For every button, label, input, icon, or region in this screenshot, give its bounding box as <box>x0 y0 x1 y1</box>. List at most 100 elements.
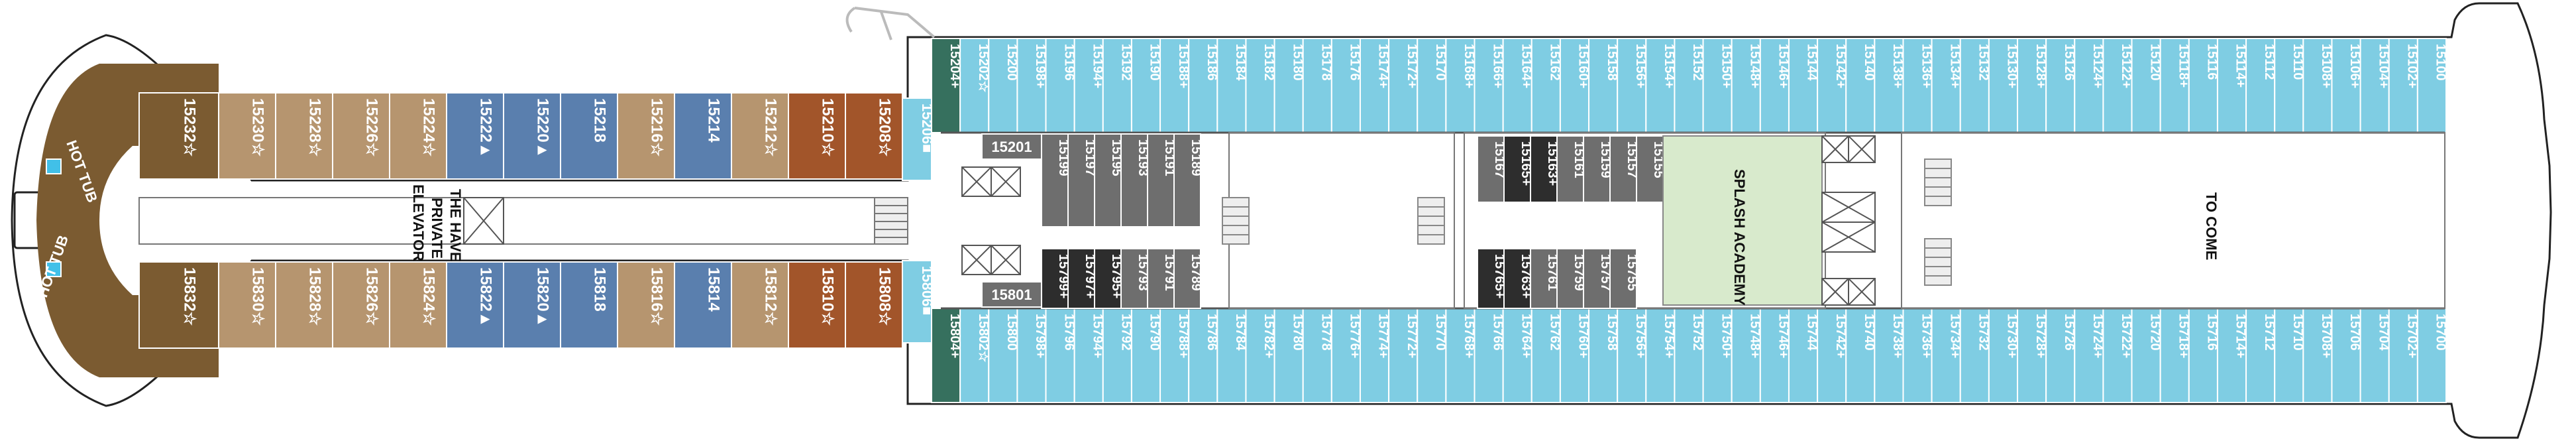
cabin-15208[interactable]: 15208☆ <box>845 92 903 180</box>
cabin-15801[interactable]: 15801 <box>981 281 1042 308</box>
cabin-15782[interactable]: 15782+ <box>1245 308 1276 403</box>
cabin-15832[interactable]: 15832☆ <box>138 261 219 349</box>
cabin-15232[interactable]: 15232☆ <box>138 92 219 180</box>
cabin-15110[interactable]: 15110 <box>2274 38 2305 133</box>
cabin-15206[interactable]: 15206■ <box>902 97 936 181</box>
cabin-15742[interactable]: 15742+ <box>1817 308 1848 403</box>
cabin-15114[interactable]: 15114+ <box>2216 38 2248 133</box>
cabin-15764[interactable]: 15764+ <box>1502 308 1534 403</box>
cabin-15186[interactable]: 15186 <box>1188 38 1219 133</box>
cabin-15778[interactable]: 15778 <box>1302 308 1334 403</box>
cabin-15800[interactable]: 15800 <box>988 308 1019 403</box>
cabin-15198[interactable]: 15198+ <box>1016 38 1047 133</box>
cabin-15818[interactable]: 15818 <box>560 261 618 349</box>
cabin-15708[interactable]: 15708+ <box>2302 308 2334 403</box>
cabin-15157[interactable]: 15157 <box>1609 135 1639 203</box>
cabin-15216[interactable]: 15216☆ <box>617 92 675 180</box>
cabin-15770[interactable]: 15770 <box>1417 308 1448 403</box>
cabin-15810[interactable]: 15810☆ <box>788 261 846 349</box>
cabin-15728[interactable]: 15728+ <box>2017 308 2048 403</box>
cabin-15789[interactable]: 15789 <box>1173 248 1203 309</box>
cabin-15746[interactable]: 15746+ <box>1759 308 1791 403</box>
cabin-15793[interactable]: 15793 <box>1120 248 1150 309</box>
cabin-15194[interactable]: 15194+ <box>1073 38 1105 133</box>
cabin-15162[interactable]: 15162 <box>1530 38 1562 133</box>
cabin-15750[interactable]: 15750+ <box>1702 308 1734 403</box>
cabin-15824[interactable]: 15824☆ <box>389 261 447 349</box>
cabin-15752[interactable]: 15752 <box>1674 308 1705 403</box>
cabin-15130[interactable]: 15130+ <box>1988 38 2019 133</box>
cabin-15796[interactable]: 15796 <box>1045 308 1077 403</box>
cabin-15802[interactable]: 15802☆ <box>959 308 991 403</box>
cabin-15228[interactable]: 15228☆ <box>275 92 333 180</box>
cabin-15193[interactable]: 15193 <box>1120 133 1150 227</box>
cabin-15210[interactable]: 15210☆ <box>788 92 846 180</box>
cabin-15144[interactable]: 15144 <box>1788 38 1819 133</box>
cabin-15757[interactable]: 15757 <box>1583 248 1613 309</box>
cabin-15188[interactable]: 15188+ <box>1159 38 1191 133</box>
cabin-15184[interactable]: 15184 <box>1216 38 1248 133</box>
cabin-15158[interactable]: 15158 <box>1588 38 1619 133</box>
cabin-15132[interactable]: 15132 <box>1959 38 1991 133</box>
cabin-15797[interactable]: 15797+ <box>1067 248 1097 309</box>
cabin-15204[interactable]: 15204+ <box>931 38 962 133</box>
cabin-15192[interactable]: 15192 <box>1102 38 1134 133</box>
cabin-15168[interactable]: 15168+ <box>1445 38 1476 133</box>
cabin-15199[interactable]: 15199 <box>1041 133 1071 227</box>
cabin-15191[interactable]: 15191 <box>1147 133 1177 227</box>
cabin-15166[interactable]: 15166+ <box>1474 38 1505 133</box>
cabin-15202[interactable]: 15202☆ <box>959 38 991 133</box>
cabin-15766[interactable]: 15766 <box>1474 308 1505 403</box>
cabin-15772[interactable]: 15772+ <box>1388 308 1419 403</box>
cabin-15784[interactable]: 15784 <box>1216 308 1248 403</box>
cabin-15712[interactable]: 15712 <box>2245 308 2277 403</box>
cabin-15148[interactable]: 15148+ <box>1731 38 1762 133</box>
cabin-15722[interactable]: 15722+ <box>2102 308 2133 403</box>
cabin-15740[interactable]: 15740 <box>1845 308 1876 403</box>
cabin-15736[interactable]: 15736+ <box>1902 308 1933 403</box>
cabin-15706[interactable]: 15706 <box>2331 308 2362 403</box>
cabin-15760[interactable]: 15760+ <box>1559 308 1591 403</box>
cabin-15774[interactable]: 15774+ <box>1359 308 1391 403</box>
cabin-15220[interactable]: 15220▲ <box>503 92 561 180</box>
cabin-15732[interactable]: 15732 <box>1959 308 1991 403</box>
cabin-15156[interactable]: 15156+ <box>1617 38 1648 133</box>
cabin-15196[interactable]: 15196 <box>1045 38 1077 133</box>
cabin-15788[interactable]: 15788+ <box>1159 308 1191 403</box>
cabin-15146[interactable]: 15146+ <box>1759 38 1791 133</box>
cabin-15738[interactable]: 15738+ <box>1874 308 1905 403</box>
cabin-15178[interactable]: 15178 <box>1302 38 1334 133</box>
cabin-15150[interactable]: 15150+ <box>1702 38 1734 133</box>
cabin-15190[interactable]: 15190 <box>1130 38 1162 133</box>
cabin-15799[interactable]: 15799+ <box>1041 248 1071 309</box>
cabin-15756[interactable]: 15756+ <box>1617 308 1648 403</box>
cabin-15176[interactable]: 15176 <box>1330 38 1362 133</box>
cabin-15106[interactable]: 15106+ <box>2331 38 2362 133</box>
cabin-15795[interactable]: 15795+ <box>1094 248 1124 309</box>
cabin-15163[interactable]: 15163+ <box>1530 135 1560 203</box>
cabin-15112[interactable]: 15112 <box>2245 38 2277 133</box>
cabin-15116[interactable]: 15116 <box>2188 38 2220 133</box>
cabin-15761[interactable]: 15761 <box>1530 248 1560 309</box>
cabin-15172[interactable]: 15172+ <box>1388 38 1419 133</box>
cabin-15224[interactable]: 15224☆ <box>389 92 447 180</box>
cabin-15730[interactable]: 15730+ <box>1988 308 2019 403</box>
cabin-15134[interactable]: 15134+ <box>1931 38 1962 133</box>
cabin-15122[interactable]: 15122+ <box>2102 38 2133 133</box>
cabin-15714[interactable]: 15714+ <box>2216 308 2248 403</box>
cabin-15820[interactable]: 15820▲ <box>503 261 561 349</box>
cabin-15155[interactable]: 15155 <box>1636 135 1666 203</box>
cabin-15816[interactable]: 15816☆ <box>617 261 675 349</box>
cabin-15758[interactable]: 15758 <box>1588 308 1619 403</box>
cabin-15120[interactable]: 15120 <box>2131 38 2163 133</box>
cabin-15798[interactable]: 15798+ <box>1016 308 1047 403</box>
cabin-15828[interactable]: 15828☆ <box>275 261 333 349</box>
cabin-15164[interactable]: 15164+ <box>1502 38 1534 133</box>
cabin-15812[interactable]: 15812☆ <box>731 261 789 349</box>
cabin-15724[interactable]: 15724+ <box>2074 308 2105 403</box>
cabin-15814[interactable]: 15814 <box>674 261 732 349</box>
cabin-15720[interactable]: 15720 <box>2131 308 2163 403</box>
cabin-15734[interactable]: 15734+ <box>1931 308 1962 403</box>
cabin-15226[interactable]: 15226☆ <box>332 92 390 180</box>
cabin-15759[interactable]: 15759 <box>1556 248 1586 309</box>
